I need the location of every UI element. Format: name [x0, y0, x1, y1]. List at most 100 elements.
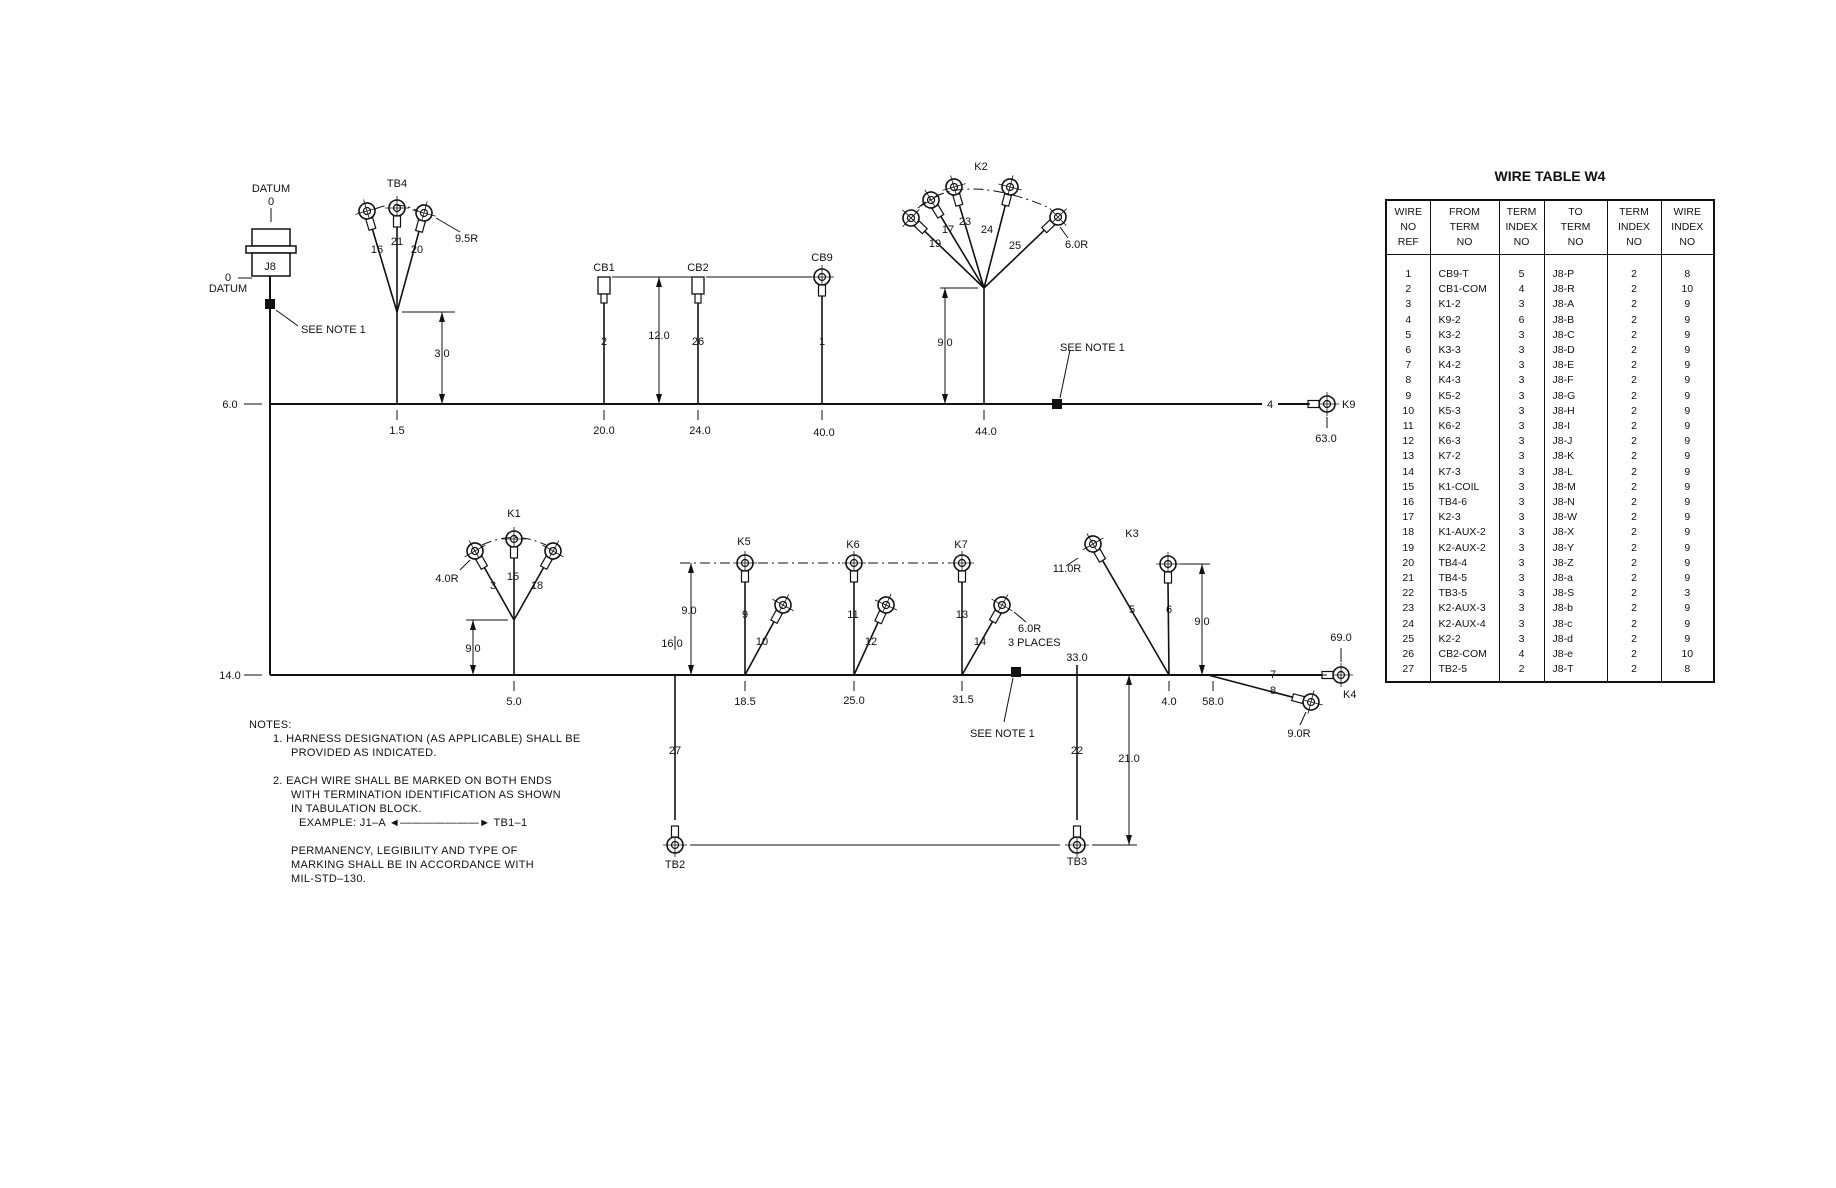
radius-label: 4.0R [435, 573, 458, 585]
wire-label: 2 [601, 336, 607, 348]
cell-from-term-index-no: 3 [1498, 464, 1545, 480]
cell-to-term-no: J8-D [1543, 343, 1608, 359]
leader-line [1059, 226, 1069, 239]
position-label: 24.0 [689, 425, 710, 437]
column-header-line: REF [1397, 236, 1419, 248]
cell-from-term-index-no: 3 [1498, 631, 1545, 648]
ring-terminal-icon [539, 540, 564, 571]
dimension-label: 21.0 [1118, 753, 1139, 765]
cell-from-term-no: K1-2 [1429, 297, 1500, 313]
cell-wire-no-ref: 14 [1385, 464, 1431, 480]
cell-from-term-no: K5-3 [1429, 403, 1500, 420]
cell-from-term-no: TB4-5 [1429, 571, 1500, 587]
cell-to-term-index-no: 2 [1606, 403, 1662, 420]
cell-from-term-index-no: 3 [1498, 358, 1545, 374]
cell-from-term-index-no: 4 [1498, 282, 1545, 298]
radius-note: 3 PLACES [1008, 637, 1061, 649]
cell-to-term-index-no: 2 [1606, 388, 1662, 404]
cell-from-term-no: TB4-6 [1429, 495, 1500, 511]
cell-to-term-no: J8-M [1543, 479, 1608, 496]
ring-terminal-icon [733, 551, 757, 583]
wire [1101, 560, 1170, 676]
j8-connector-shell [251, 228, 291, 247]
cell-wire-no-ref: 23 [1385, 601, 1431, 617]
arrowhead-icon [942, 394, 948, 404]
cell-from-term-no: K4-2 [1429, 358, 1500, 374]
cell-wire-index-no: 9 [1660, 631, 1715, 648]
cell-to-term-no: J8-A [1543, 297, 1608, 313]
k3-label: K3 [1125, 528, 1138, 540]
arrowhead-icon [656, 394, 662, 404]
position-label: 33.0 [1066, 652, 1087, 664]
cell-wire-no-ref: 6 [1385, 343, 1431, 359]
cell-from-term-index-no: 3 [1498, 525, 1545, 541]
cell-from-term-index-no: 3 [1498, 403, 1545, 420]
tb4-label: TB4 [387, 178, 407, 190]
cell-wire-no-ref: 11 [1385, 419, 1431, 435]
leader-line [1065, 557, 1079, 567]
wire-label: 9 [742, 609, 748, 621]
ring-terminal-icon [770, 594, 794, 625]
wire-label: 22 [1071, 745, 1083, 757]
cell-to-term-index-no: 2 [1606, 464, 1662, 480]
cell-wire-index-no: 9 [1660, 419, 1715, 435]
terminal-barrel [988, 609, 1002, 625]
radius-label: 6.0R [1065, 239, 1088, 251]
arrowhead-icon [688, 665, 694, 675]
cell-from-term-no: K3-2 [1429, 327, 1500, 344]
note-text: IN TABULATION BLOCK. [291, 803, 422, 815]
ring-terminal-icon [950, 551, 974, 583]
radius-label: 6.0R [1018, 623, 1041, 635]
k7-label: K7 [954, 539, 967, 551]
ring-terminal-icon [385, 196, 409, 228]
arrowhead-icon [1199, 665, 1205, 675]
wire-label: 24 [981, 224, 993, 236]
arrowhead-icon [688, 563, 694, 573]
ring-terminal-icon [810, 265, 834, 297]
arrowhead-icon [656, 277, 662, 287]
cell-from-term-no: K7-3 [1429, 464, 1500, 480]
cell-from-term-no: K1-AUX-2 [1429, 525, 1500, 541]
leader-line [459, 559, 471, 571]
cell-from-term-index-no: 3 [1498, 510, 1545, 526]
ring-terminal-icon [998, 175, 1022, 208]
harness-labels: DATUM 0 0 DATUM J8 SEE NOTE 1 6.0 TB4 16… [209, 161, 1357, 871]
column-header-line: TERM [1449, 221, 1480, 233]
terminal-barrel [509, 546, 519, 559]
terminal-barrel [931, 204, 945, 219]
column-header-line: NO [1400, 221, 1417, 233]
position-label: 16.0 [661, 638, 682, 650]
cell-from-term-index-no: 3 [1498, 479, 1545, 496]
position-label: 69.0 [1330, 632, 1351, 644]
wire-label: 3 [490, 580, 496, 592]
wire-label: 1 [819, 336, 825, 348]
cell-from-term-index-no: 3 [1498, 571, 1545, 587]
k5-label: K5 [737, 536, 750, 548]
dimension-label: 9.0 [937, 337, 952, 349]
cell-wire-no-ref: 7 [1385, 358, 1431, 374]
ring-terminal-icon [1321, 663, 1353, 687]
position-label: 4.0 [1161, 696, 1176, 708]
cell-wire-no-ref: 5 [1385, 327, 1431, 344]
ring-terminal-icon [412, 201, 436, 233]
cell-wire-index-no: 9 [1660, 343, 1715, 359]
wire-label: 13 [956, 609, 968, 621]
cell-to-term-no: J8-b [1543, 601, 1608, 617]
tb3-label: TB3 [1067, 856, 1087, 868]
terminal-barrel [770, 609, 784, 625]
arrowhead-icon [942, 288, 948, 298]
column-header-line: WIRE [1394, 206, 1422, 218]
terminal-barrel [952, 192, 964, 207]
wire-label: 6 [1166, 604, 1172, 616]
wire-label: 25 [1009, 240, 1021, 252]
terminal-barrel [1072, 825, 1082, 838]
cell-wire-no-ref: 8 [1385, 373, 1431, 389]
ring-terminal-icon [663, 825, 687, 857]
column-header-line: NO [1513, 236, 1530, 248]
